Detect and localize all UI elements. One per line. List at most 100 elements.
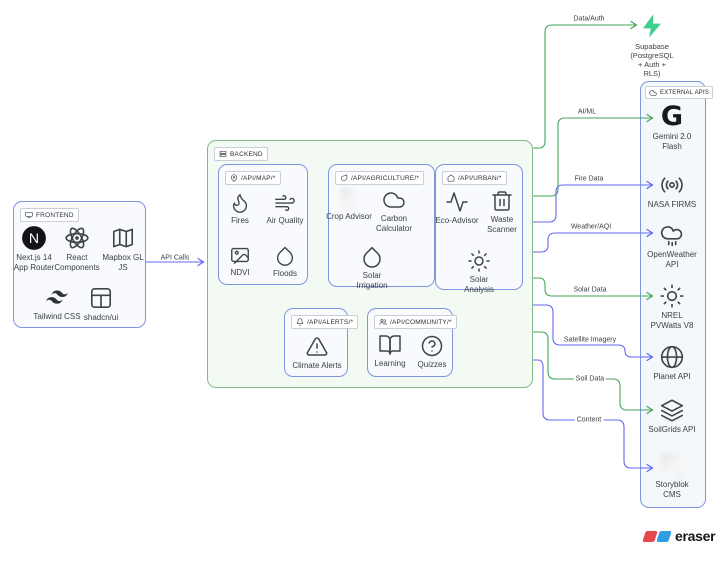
map-icon bbox=[110, 225, 136, 251]
node-eco-advisor[interactable]: Eco-Advisor bbox=[434, 190, 480, 226]
eraser-logo-blue-shape bbox=[656, 530, 672, 542]
connection-label: Content bbox=[574, 416, 604, 424]
shadcn-icon bbox=[88, 285, 114, 311]
node-react[interactable]: React Components bbox=[49, 225, 105, 272]
node-supabase[interactable]: Supabase (PostgreSQL + Auth + RLS) bbox=[622, 12, 682, 78]
node-label: Learning bbox=[374, 359, 406, 368]
help-circle-icon bbox=[420, 334, 444, 358]
node-label: Fires bbox=[231, 216, 249, 225]
users-icon bbox=[379, 319, 387, 325]
node-label: NASA FIRMS bbox=[647, 200, 697, 209]
node-floods[interactable]: Floods bbox=[262, 245, 308, 279]
node-climate-alerts[interactable]: Climate Alerts bbox=[289, 335, 345, 371]
backend-chip: BACKEND bbox=[214, 147, 268, 161]
book-open-icon bbox=[378, 333, 402, 357]
node-mapbox[interactable]: Mapbox GL JS bbox=[95, 225, 151, 272]
api-map-chip: /API/MAP/* bbox=[225, 171, 281, 185]
api-community-label: /API/COMMUNITY/* bbox=[390, 318, 452, 326]
node-nextjs[interactable]: N Next.js 14 App Router bbox=[6, 225, 62, 272]
wind-icon bbox=[274, 192, 296, 214]
blurred-icon bbox=[341, 188, 357, 210]
node-label: Climate Alerts bbox=[292, 361, 342, 370]
broadcast-icon bbox=[659, 172, 685, 198]
node-solar-analysis[interactable]: Solar Analysis bbox=[456, 249, 502, 294]
nextjs-icon: N bbox=[21, 225, 47, 251]
node-label: NREL PVWatts V8 bbox=[650, 311, 694, 330]
frontend-label: FRONTEND bbox=[36, 211, 74, 219]
leaf-icon bbox=[341, 174, 348, 182]
connection-label: Data/Auth bbox=[571, 15, 607, 23]
node-waste-scanner[interactable]: Waste Scanner bbox=[479, 189, 525, 234]
image-icon bbox=[229, 244, 251, 266]
node-label: OpenWeather API bbox=[647, 250, 697, 269]
node-nrel[interactable]: NREL PVWatts V8 bbox=[642, 283, 702, 330]
svg-text:N: N bbox=[29, 230, 39, 246]
node-label: Gemini 2.0 Flash bbox=[652, 132, 692, 151]
node-storyblok[interactable]: Storyblok CMS bbox=[642, 454, 702, 499]
node-label: NDVI bbox=[230, 268, 250, 277]
api-community-chip: /API/COMMUNITY/* bbox=[374, 315, 457, 329]
node-planet-api[interactable]: Planet API bbox=[642, 344, 702, 382]
api-urban-chip: /API/URBAN/* bbox=[442, 171, 507, 185]
api-map-group[interactable]: /API/MAP/* bbox=[218, 164, 308, 285]
node-label: Solar Irrigation bbox=[356, 271, 388, 290]
node-soilgrids[interactable]: SoilGrids API bbox=[642, 397, 702, 435]
monitor-icon bbox=[25, 212, 33, 218]
node-fires[interactable]: Fires bbox=[217, 192, 263, 226]
activity-icon bbox=[445, 190, 469, 214]
node-tailwind[interactable]: Tailwind CSS bbox=[29, 284, 85, 322]
api-map-label: /API/MAP/* bbox=[241, 174, 276, 182]
node-ndvi[interactable]: NDVI bbox=[217, 244, 263, 278]
node-air-quality[interactable]: Air Quality bbox=[262, 192, 308, 226]
node-label: Supabase (PostgreSQL + Auth + RLS) bbox=[630, 42, 674, 78]
node-carbon-calculator[interactable]: Carbon Calculator bbox=[371, 188, 417, 233]
eraser-logo-text: eraser bbox=[675, 528, 716, 544]
sun-icon bbox=[467, 249, 491, 273]
node-label: Storyblok CMS bbox=[655, 480, 689, 499]
external-apis-chip: EXTERNAL APIS bbox=[645, 86, 714, 99]
node-crop-advisor[interactable]: Crop Advisor bbox=[326, 188, 372, 222]
node-label: Carbon Calculator bbox=[375, 214, 412, 233]
node-openweather[interactable]: OpenWeather API bbox=[642, 222, 702, 269]
connection-line bbox=[533, 113, 654, 197]
node-label: shadcn/ui bbox=[83, 313, 119, 322]
api-agriculture-chip: /API/AGRICULTURE/* bbox=[335, 171, 425, 185]
connection-label: Solar Data bbox=[571, 286, 609, 294]
connection-line bbox=[533, 304, 654, 362]
node-gemini[interactable]: G Gemini 2.0 Flash bbox=[642, 103, 702, 151]
node-label: Tailwind CSS bbox=[33, 312, 81, 321]
connection-line bbox=[533, 180, 654, 223]
node-solar-irrigation[interactable]: Solar Irrigation bbox=[349, 245, 395, 290]
cloud-icon bbox=[649, 89, 657, 96]
tailwind-icon bbox=[44, 284, 70, 310]
connection-line bbox=[533, 331, 654, 415]
eraser-logo[interactable]: eraser bbox=[642, 528, 716, 544]
node-label: Mapbox GL JS bbox=[102, 253, 144, 272]
cloud-drizzle-icon bbox=[659, 222, 685, 248]
bell-icon bbox=[296, 318, 304, 326]
node-shadcn[interactable]: shadcn/ui bbox=[73, 285, 129, 323]
frontend-chip: FRONTEND bbox=[20, 208, 79, 222]
layers-icon bbox=[659, 397, 685, 423]
node-label: Quizzes bbox=[417, 360, 447, 369]
flame-icon bbox=[229, 192, 251, 214]
droplet-icon bbox=[274, 245, 296, 267]
frontend-group[interactable]: FRONTEND bbox=[13, 201, 146, 328]
api-agriculture-group[interactable]: /API/AGRICULTURE/* bbox=[328, 164, 435, 287]
server-icon bbox=[219, 151, 227, 157]
trash-icon bbox=[490, 189, 514, 213]
globe-icon bbox=[659, 344, 685, 370]
api-alerts-label: /API/ALERTS/* bbox=[307, 318, 354, 326]
node-label: Solar Analysis bbox=[464, 275, 494, 294]
api-agriculture-label: /API/AGRICULTURE/* bbox=[351, 174, 420, 182]
zap-icon bbox=[638, 12, 666, 40]
api-community-group[interactable]: /API/COMMUNITY/* bbox=[367, 308, 457, 377]
droplet-icon bbox=[360, 245, 384, 269]
node-label: Next.js 14 App Router bbox=[13, 253, 55, 272]
node-label: Air Quality bbox=[266, 216, 304, 225]
connection-label: AI/ML bbox=[575, 108, 599, 116]
node-nasa-firms[interactable]: NASA FIRMS bbox=[642, 172, 702, 210]
api-alerts-group[interactable]: /API/ALERTS/* bbox=[284, 308, 359, 377]
node-learning[interactable]: Learning bbox=[367, 333, 413, 369]
node-quizzes[interactable]: Quizzes bbox=[409, 334, 455, 370]
